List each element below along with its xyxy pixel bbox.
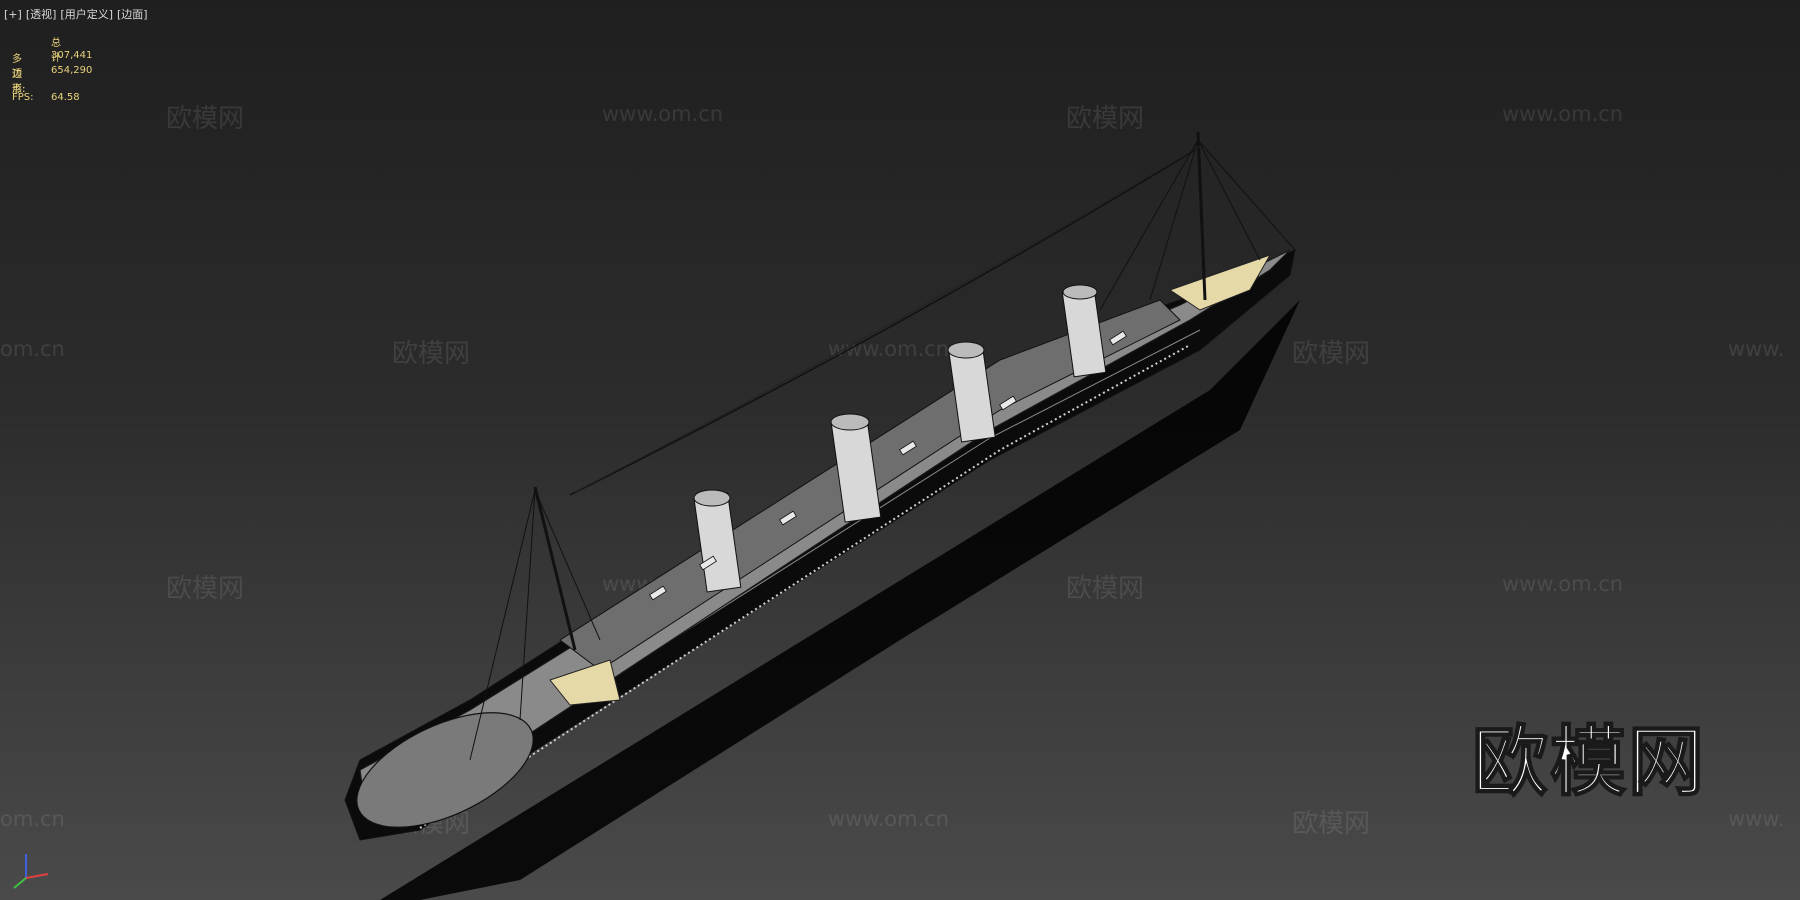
viewport-label-menu[interactable]: [+][透视][用户定义] [边面] [4, 6, 152, 22]
watermark-url: www.om.cn [1502, 572, 1624, 596]
axis-x-icon [25, 873, 49, 879]
funnel [830, 413, 882, 523]
watermark-brand: 欧模网 [1066, 104, 1145, 134]
stats-header: 总计 [51, 38, 61, 64]
watermark-url-fragment: om.cn [0, 807, 65, 831]
hull-porthole-line [419, 344, 1191, 829]
watermark-url: www.om.cn [828, 337, 950, 361]
rigging [469, 139, 1296, 761]
axis-y-icon [13, 877, 27, 889]
vertices-value: 654,290 [51, 65, 93, 76]
watermark-url-fragment: www. [1728, 337, 1785, 361]
funnel [947, 341, 996, 443]
watermark-url-fragment: om.cn [0, 337, 65, 361]
watermark-brand: 欧模网 [166, 104, 245, 134]
aft-mast [533, 486, 577, 651]
fps-value: 64.58 [51, 92, 80, 103]
watermark-brand: 欧模网 [1292, 339, 1371, 369]
lifeboats [649, 330, 1127, 601]
viewport-camera-menu[interactable]: [用户定义] [60, 8, 113, 21]
watermark-url: www.om.cn [828, 807, 950, 831]
watermark-brand: 欧模网 [166, 574, 245, 604]
polygons-label: 多边形: [12, 54, 26, 95]
stern-deck-highlight [549, 659, 621, 706]
funnel [1061, 284, 1107, 378]
antenna-wire [574, 145, 1201, 493]
fps-label: FPS: [12, 92, 34, 103]
watermark-url-fragment: www. [1728, 807, 1785, 831]
watermark-logo: 欧模网 [1471, 716, 1706, 807]
viewport-view-menu[interactable]: [透视] [25, 8, 57, 21]
watermark-brand: 欧模网 [1066, 574, 1145, 604]
fore-mast [1196, 131, 1207, 301]
ship-shadow [380, 300, 1300, 900]
viewport-shading-menu[interactable]: [边面] [117, 8, 148, 21]
stern-deck [356, 712, 534, 828]
vertices-label: 顶点: [12, 69, 26, 95]
viewport-plus-menu[interactable]: [+] [4, 8, 22, 21]
antenna-wire [569, 149, 1196, 496]
watermark-brand: 欧模网 [392, 339, 471, 369]
watermark-brand: 欧模网 [1292, 809, 1371, 839]
watermark-url: www.om.cn [602, 102, 724, 126]
watermark-url: www.om.cn [1502, 102, 1624, 126]
bow-deck-highlight [1168, 254, 1272, 311]
polygons-value: 307,441 [51, 50, 93, 61]
axis-gizmo [13, 854, 49, 889]
